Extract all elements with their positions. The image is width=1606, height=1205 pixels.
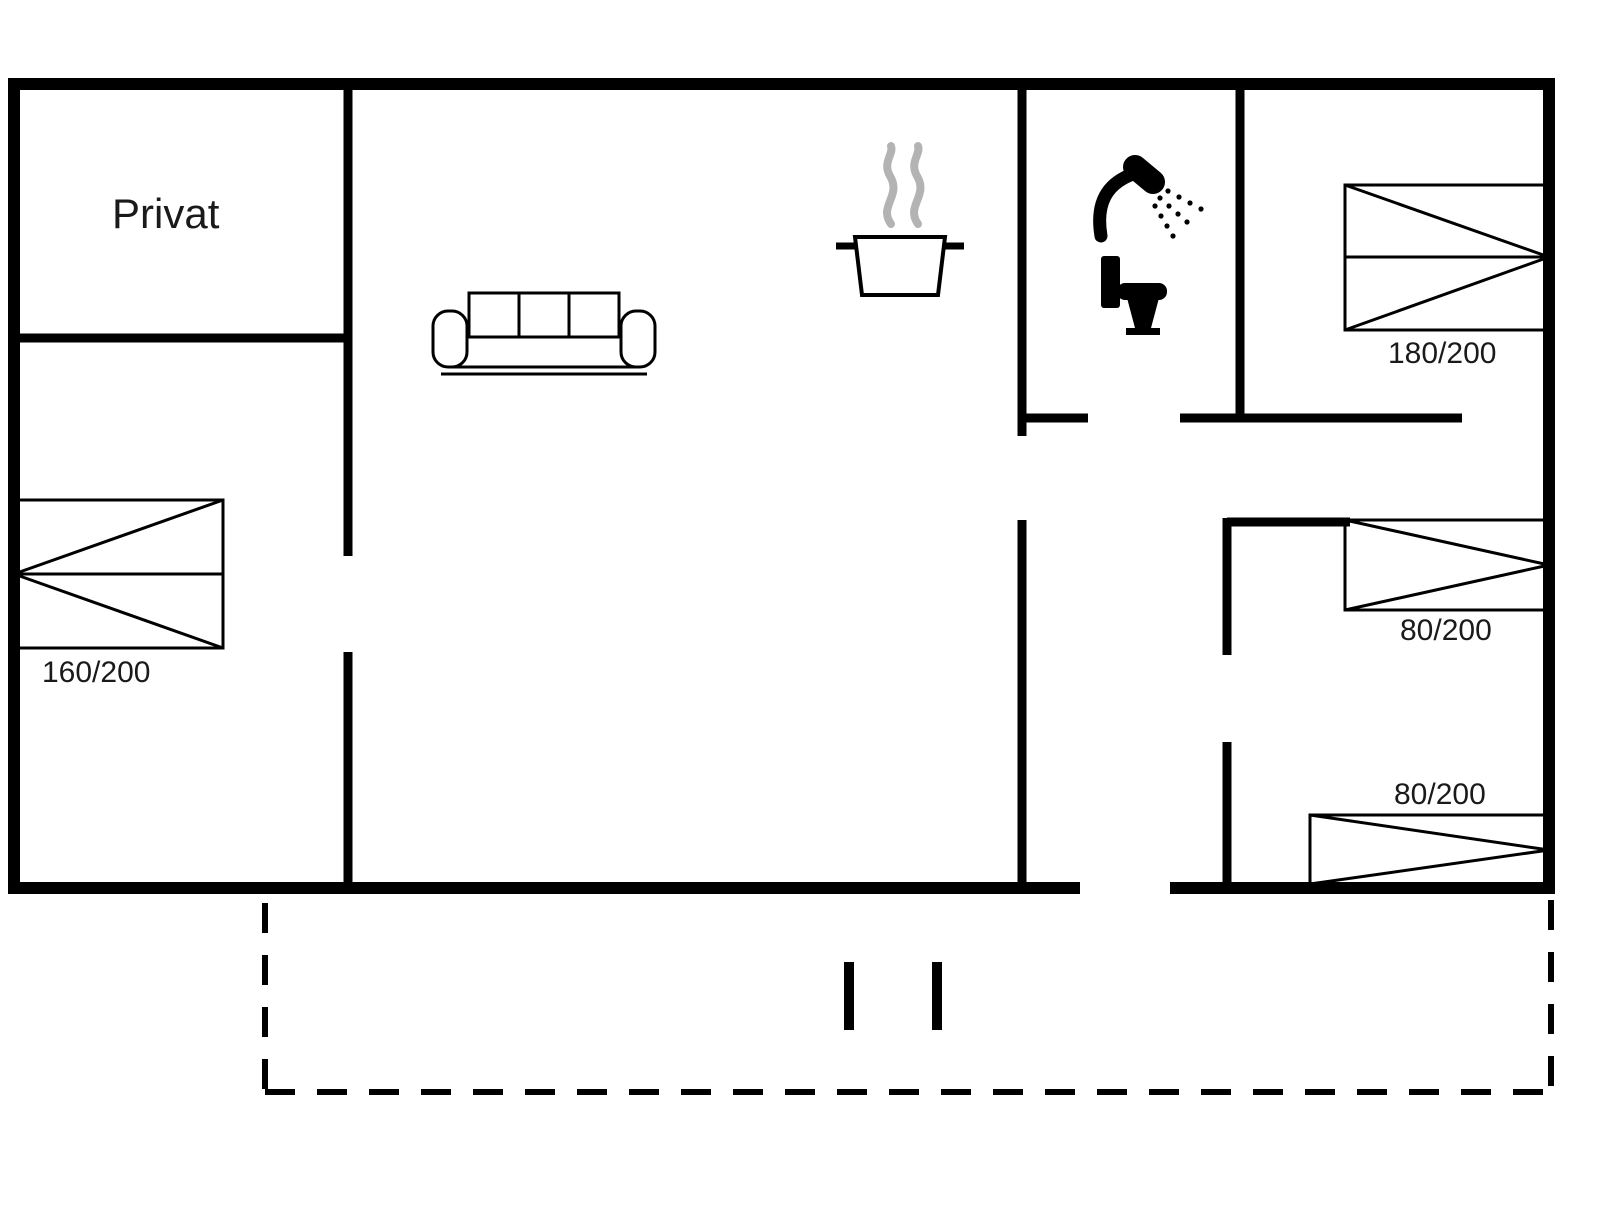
shower-spray-dots bbox=[1152, 188, 1204, 239]
single-bed-lower-icon bbox=[1308, 813, 1551, 886]
bed-size-label-80-upper: 80/200 bbox=[1400, 614, 1492, 647]
sofa-arm-right bbox=[619, 309, 657, 369]
steam-squiggle bbox=[910, 142, 925, 228]
outer-walls bbox=[8, 78, 1555, 894]
bed-diagonal bbox=[13, 572, 224, 650]
sofa-cushion bbox=[517, 291, 571, 339]
cooking-pot-icon bbox=[836, 142, 964, 297]
double-bed-180-icon bbox=[1343, 183, 1551, 332]
shower-icon bbox=[1093, 155, 1204, 243]
sofa-icon bbox=[431, 291, 657, 376]
bed-diagonal bbox=[1344, 183, 1550, 259]
terrace-outline bbox=[262, 900, 1554, 1095]
labels: Privat 160/200 180/200 80/200 80/200 bbox=[42, 190, 1496, 811]
interior-walls bbox=[14, 84, 1462, 888]
bed-diagonal bbox=[1344, 255, 1550, 332]
sofa-arm-left bbox=[431, 309, 469, 369]
bed-size-label-80-lower: 80/200 bbox=[1394, 778, 1486, 811]
shower-arm bbox=[1093, 165, 1146, 243]
toilet-tank bbox=[1101, 256, 1120, 308]
bed-outline bbox=[1343, 518, 1551, 612]
bed-diagonal bbox=[1344, 518, 1550, 567]
bed-diagonal bbox=[13, 498, 224, 576]
toilet-seat bbox=[1117, 283, 1167, 300]
bed-outline bbox=[1308, 813, 1551, 886]
bed-diagonal bbox=[1309, 813, 1550, 852]
toilet-base bbox=[1126, 328, 1160, 335]
sofa-cushion bbox=[467, 291, 521, 339]
room-label-privat: Privat bbox=[112, 190, 220, 237]
shower-head bbox=[1123, 155, 1165, 194]
steam-squiggle bbox=[883, 142, 898, 228]
bed-size-label-180: 180/200 bbox=[1388, 337, 1496, 370]
toilet-icon bbox=[1101, 256, 1167, 335]
bed-diagonal bbox=[1344, 563, 1550, 612]
sofa-seat bbox=[447, 335, 641, 369]
sofa-cushion bbox=[567, 291, 621, 339]
toilet-pedestal bbox=[1127, 298, 1159, 328]
bed-diagonal bbox=[1309, 848, 1550, 886]
single-bed-upper-icon bbox=[1343, 518, 1551, 612]
bed-size-label-160: 160/200 bbox=[42, 656, 150, 689]
pot-body bbox=[852, 235, 948, 297]
double-bed-160-icon bbox=[12, 498, 225, 650]
